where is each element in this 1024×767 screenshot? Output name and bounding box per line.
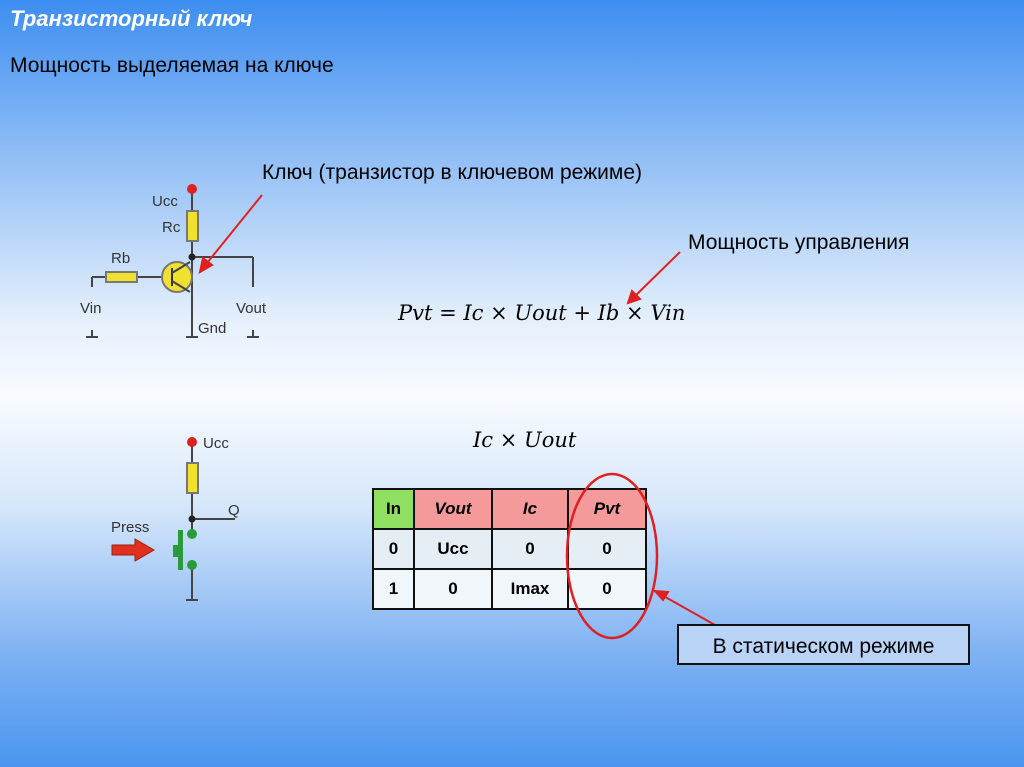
switch-circuit — [173, 437, 235, 601]
header-ic: Ic — [491, 488, 569, 530]
table-row: 0 Ucc 0 0 — [372, 528, 647, 570]
static-formula: Ic × Uout — [473, 428, 577, 452]
gnd-label: Gnd — [198, 320, 226, 337]
power-formula: Pvt = Ic × Uout + Ib × Vin — [398, 301, 686, 325]
cell: 0 — [567, 568, 647, 610]
rc-label: Rc — [162, 219, 181, 236]
key-arrow — [202, 194, 263, 269]
slide-subtitle: Мощность выделяемая на ключе — [10, 54, 334, 77]
header-in: In — [372, 488, 415, 530]
ucc2-label: Ucc — [203, 435, 229, 452]
ucc-label: Ucc — [152, 193, 178, 210]
key-label: Ключ (транзистор в ключевом режиме) — [262, 161, 643, 184]
press-label: Press — [111, 519, 149, 536]
q-label: Q — [228, 502, 240, 519]
control-arrow — [631, 251, 681, 300]
cell: 0 — [413, 568, 493, 610]
cell: Ucc — [413, 528, 493, 570]
table-row: 1 0 Imax 0 — [372, 568, 647, 610]
static-mode-box: В статическом режиме — [677, 624, 970, 665]
cell: 0 — [491, 528, 569, 570]
cell: Imax — [491, 568, 569, 610]
rb-label: Rb — [111, 250, 130, 267]
cell: 0 — [567, 528, 647, 570]
truth-table: In Vout Ic Pvt 0 Ucc 0 0 1 0 Imax 0 — [372, 488, 647, 610]
cell: 0 — [372, 528, 415, 570]
control-power-label: Мощность управления — [688, 231, 910, 254]
static-arrow — [659, 593, 716, 626]
header-vout: Vout — [413, 488, 493, 530]
vout-label: Vout — [236, 300, 267, 317]
cell: 1 — [372, 568, 415, 610]
header-pvt: Pvt — [567, 488, 647, 530]
transistor-circuit — [86, 184, 259, 338]
vin-label: Vin — [80, 300, 101, 317]
press-arrow-icon — [111, 538, 155, 562]
slide-title: Транзисторный ключ — [10, 6, 253, 31]
